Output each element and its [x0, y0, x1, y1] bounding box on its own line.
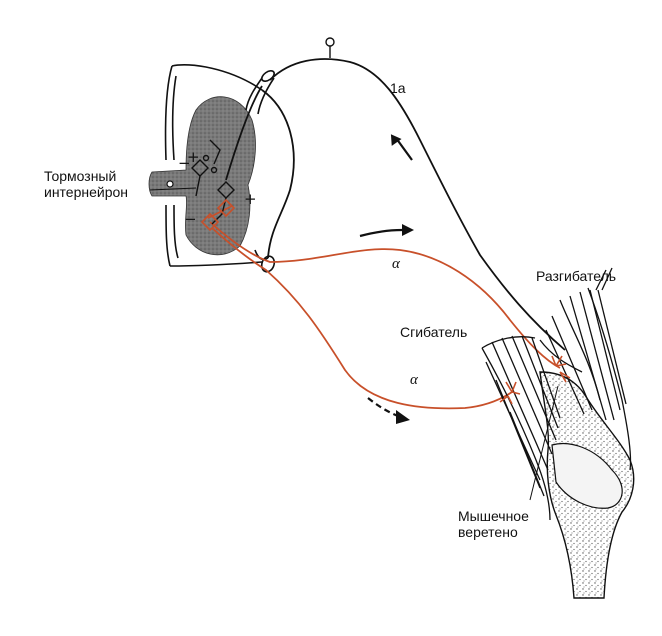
flexor-label: Сгибатель: [400, 324, 468, 340]
spinal-cord: [164, 64, 263, 267]
alpha-upper-label: α: [392, 256, 400, 272]
muscle-spindle-line2: веретено: [458, 524, 518, 540]
flexor-muscle: [481, 335, 561, 521]
afferent-1a-fiber: [261, 58, 566, 351]
neurons: [191, 139, 235, 225]
extensor-label: Разгибатель: [536, 268, 617, 284]
nerve-endings: [499, 355, 571, 405]
extensor-muscle: [539, 267, 632, 471]
motor-neurons: [200, 198, 236, 232]
bone: [539, 371, 635, 599]
plus-sign-upper: +: [187, 148, 200, 166]
plus-sign-right: +: [244, 190, 257, 208]
muscle-spindle-label: Мышечное веретено: [458, 508, 529, 540]
minus-sign-upper: −: [178, 154, 191, 172]
inhibitory-interneuron-label: Тормозный интернейрон: [44, 168, 128, 200]
ganglion-marker: [325, 37, 335, 58]
gray-matter: [148, 96, 256, 256]
inhibitory-interneuron-line2: интернейрон: [44, 184, 129, 200]
muscle-spindle-line1: Мышечное: [458, 508, 529, 524]
alpha-lower-label: α: [410, 372, 418, 388]
inhibitory-interneuron-line1: Тормозный: [44, 168, 117, 184]
spindle-pointer: [529, 385, 559, 501]
central-canal: [166, 180, 174, 188]
minus-sign-lower: −: [184, 210, 197, 228]
fiber-1a-label: 1a: [390, 80, 406, 96]
interneuron-pointer: [149, 187, 197, 191]
direction-arrows: [359, 134, 414, 424]
